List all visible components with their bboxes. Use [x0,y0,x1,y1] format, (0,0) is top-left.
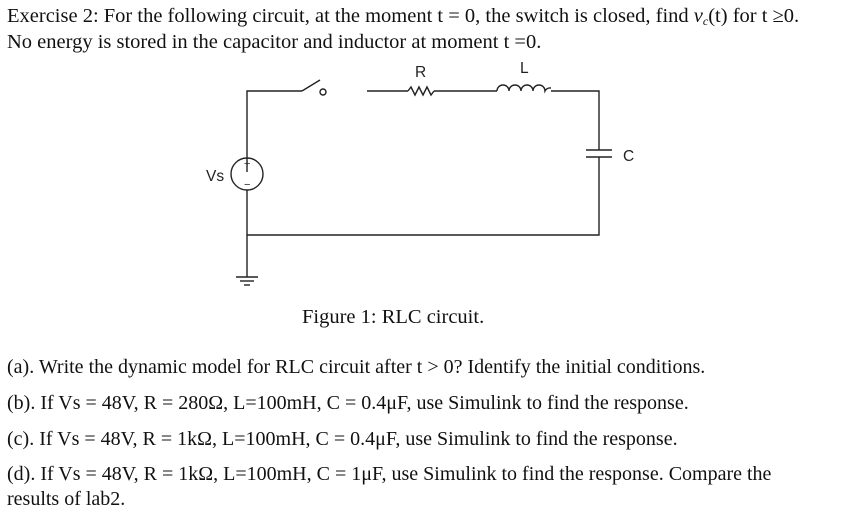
exercise-title-line-1: Exercise 2: For the following circuit, a… [7,4,799,33]
question-a: (a). Write the dynamic model for RLC cir… [7,356,706,378]
vc-subscript: c [702,14,709,28]
label-voltage-source: Vs [206,168,224,185]
question-d-continued: results of lab2. [7,488,126,510]
figure-caption: Figure 1: RLC circuit. [302,306,485,328]
vc-letter: v [693,5,703,27]
rlc-circuit-diagram: + − R L C Vs [206,60,634,286]
source-minus-sign: − [244,179,250,191]
wire-capacitor-to-bottom [246,157,600,236]
label-inductor: L [520,60,529,77]
question-c: (c). If Vs = 48V, R = 1kΩ, L=100mH, C = … [7,428,678,450]
wire-inductor-to-capacitor [551,90,600,150]
source-plus-sign: + [244,158,250,170]
exercise-line-1-text: Exercise 2: For the following circuit, a… [7,5,694,27]
vc-symbol: vc [693,5,709,28]
voltage-source-symbol [230,157,264,191]
switch-blade [301,79,321,92]
inductor-symbol [496,84,552,94]
resistor-symbol [407,85,435,97]
exercise-line-1-tail: (t) for t ≥0. [708,5,800,27]
question-b: (b). If Vs = 48V, R = 280Ω, L=100mH, C =… [7,392,689,414]
label-resistor: R [415,64,426,81]
wire-top-left [246,90,302,172]
label-capacitor: C [623,148,634,165]
exercise-title-line-2: No energy is stored in the capacitor and… [7,31,542,53]
switch-contact [319,88,327,96]
question-d: (d). If Vs = 48V, R = 1kΩ, L=100mH, C = … [7,463,772,485]
